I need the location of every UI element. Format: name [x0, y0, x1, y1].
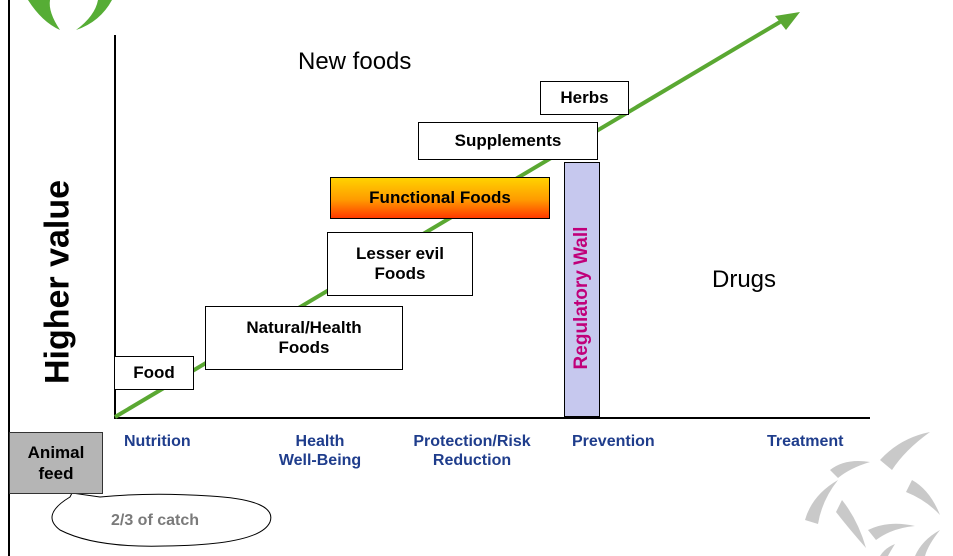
- lesser-evil-foods-box: Lesser evil Foods: [327, 232, 473, 296]
- new-foods-label: New foods: [298, 48, 412, 75]
- decor-leaves-top-left: [28, 0, 112, 30]
- x-label-health-line1: Health: [295, 433, 345, 450]
- x-label-protection-line2: Reduction: [432, 452, 512, 470]
- herbs-box: Herbs: [540, 81, 629, 115]
- natural-health-foods-box: Natural/Health Foods: [205, 306, 403, 370]
- drugs-label: Drugs: [712, 266, 777, 293]
- x-label-protection: Protection/Risk Reduction: [388, 432, 556, 470]
- regulatory-wall-label: Regulatory Wall: [571, 226, 592, 370]
- regulatory-wall-bar: [564, 162, 600, 417]
- x-label-prevention: Prevention: [572, 433, 655, 450]
- x-label-nutrition: Nutrition: [124, 433, 191, 450]
- decor-leaves-bottom-right: [805, 432, 940, 556]
- lesser-evil-foods-line2: Foods: [374, 264, 426, 283]
- catch-callout-text: 2/3 of catch: [110, 512, 200, 529]
- animal-feed-line1: Animal: [27, 442, 85, 462]
- supplements-box: Supplements: [418, 122, 598, 160]
- x-label-protection-line1: Protection/Risk: [413, 433, 531, 450]
- natural-health-foods-line2: Foods: [278, 338, 330, 357]
- lesser-evil-foods-line1: Lesser evil: [356, 243, 444, 263]
- functional-foods-box: Functional Foods: [330, 177, 550, 219]
- frame-left-border: [8, 0, 10, 556]
- catch-callout-bubble: [51, 492, 272, 547]
- growth-arrow-head: [775, 12, 800, 30]
- x-label-health: Health Well-Being: [260, 432, 380, 470]
- animal-feed-box: Animal feed: [9, 432, 103, 494]
- x-label-treatment: Treatment: [767, 433, 844, 450]
- y-axis-label: Higher value: [38, 179, 77, 385]
- food-box: Food: [114, 356, 194, 390]
- natural-health-foods-line1: Natural/Health: [246, 317, 362, 337]
- animal-feed-line2: feed: [38, 464, 74, 483]
- x-label-health-line2: Well-Being: [278, 452, 362, 470]
